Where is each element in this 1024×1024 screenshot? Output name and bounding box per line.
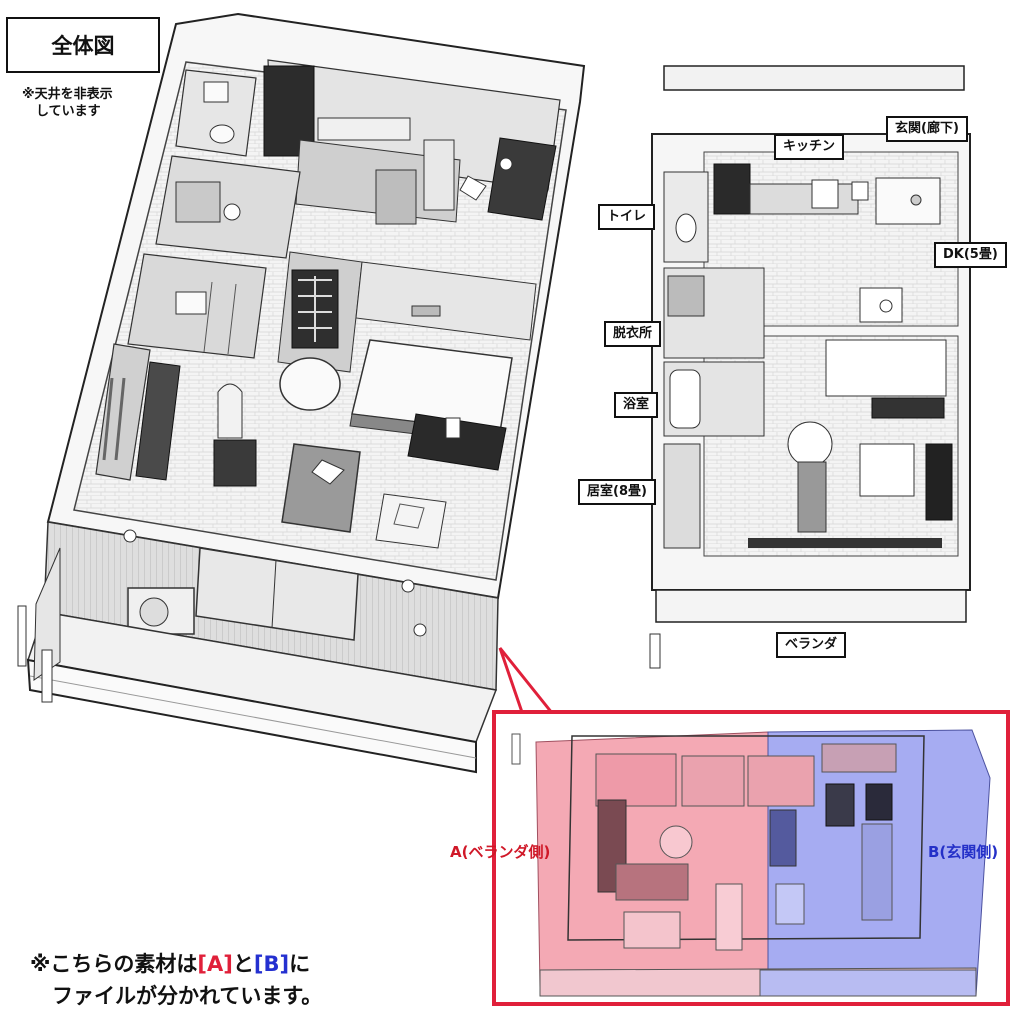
footer-and: と [232,952,254,976]
label-kitchen: キッチン [774,134,845,160]
label-dressing: 脱衣所 [604,321,662,347]
footer-line2: ファイルが分かれています。 [52,984,323,1008]
footer-note: ※こちらの素材は[A]と[B]に ファイルが分かれています。 [30,948,322,1012]
label-living: 居室(8畳) [578,479,656,505]
footer-prefix: ※こちらの素材は [30,952,198,976]
label-section-a: A(ベランダ側) [450,843,551,861]
ceiling-note-line1: ※天井を非表示 [22,87,113,102]
label-dk: DK(5畳) [934,242,1007,268]
isometric-apartment-view [17,12,586,774]
label-toilet: トイレ [598,204,656,230]
top-down-floor-plan [649,65,971,669]
footer-suffix: に [289,952,311,976]
label-section-b: B(玄関側) [928,843,999,861]
ceiling-note: ※天井を非表示 しています [22,86,113,120]
page-title: 全体図 [6,17,160,73]
footer-file-b: [B] [253,952,290,976]
ceiling-note-line2: しています [36,104,101,119]
split-inset [492,710,1010,1006]
label-bath: 浴室 [614,392,659,418]
footer-file-a: [A] [197,952,233,976]
label-veranda: ベランダ [776,632,847,658]
label-entrance: 玄関(廊下) [886,116,968,142]
